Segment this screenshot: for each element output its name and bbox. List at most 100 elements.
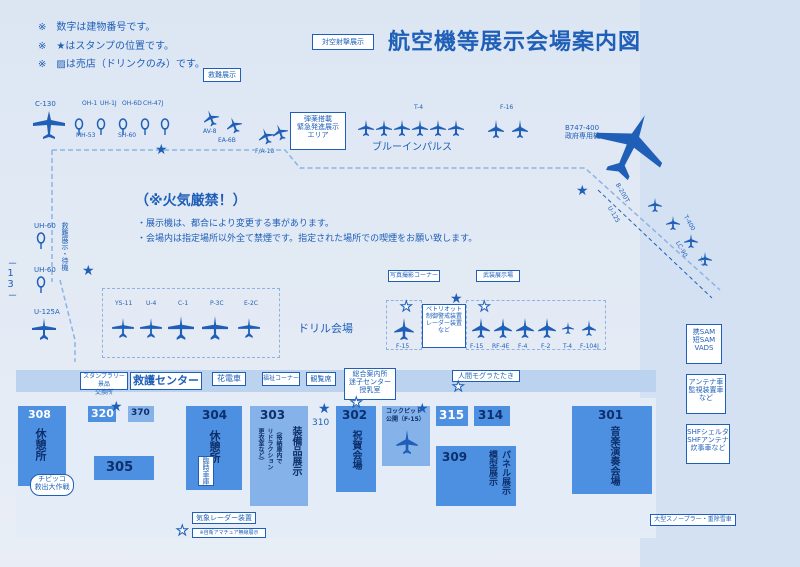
ammo-display-area: 弾薬搭載 緊急発進展示 エリア: [290, 112, 346, 150]
cockpit-area: コックピット 公開（F-15）: [382, 406, 430, 466]
building-309-number: 309: [442, 450, 468, 464]
t4-icon: [376, 120, 392, 136]
building-304: 304 休憩所: [186, 406, 242, 490]
building-301: 301 音楽演奏会場: [572, 406, 652, 494]
building-315-number: 315: [439, 408, 465, 422]
label-sh60: SH-60: [118, 132, 137, 139]
notice-change: ・展示機は、都合により変更する事があります。: [137, 219, 334, 229]
mole-game: 人間モグラたたき: [452, 370, 520, 382]
building-302: 302 祝賀会場: [336, 406, 376, 492]
t4-icon: [412, 120, 428, 136]
jet-icon: [698, 252, 712, 266]
label-f15-photo: F-15: [396, 343, 410, 350]
stamp-star: ★: [155, 142, 168, 158]
helicopter-icon: [140, 118, 150, 135]
aa-display-label: 対空射撃展示: [312, 34, 374, 50]
stamp-star-outline: ★: [176, 523, 190, 539]
flower-car: 花電車: [212, 372, 246, 386]
b747-label: B747-400 政府専用機: [565, 124, 600, 141]
drill-area: [102, 288, 280, 358]
temp-garage: 臨時車庫: [198, 456, 214, 486]
label-av8: AV-8: [203, 128, 217, 135]
f15-icon: [394, 318, 414, 340]
p3c-icon: [202, 316, 228, 340]
helicopter-icon: [36, 276, 46, 293]
weather-radar: 気象レーダー装置: [192, 512, 256, 524]
label-fa18: F/A-18: [255, 148, 275, 155]
notice-smoking: ・会場内は指定場所以外全て禁煙です。指定された場所での喫煙をお願い致します。: [137, 234, 478, 244]
jet-icon: [272, 124, 289, 141]
stamp-star: ★: [110, 399, 123, 415]
helicopter-icon: [74, 118, 84, 135]
b747-icon: [594, 115, 663, 181]
c130-icon: [33, 111, 65, 139]
label-ys11: YS-11: [115, 300, 133, 307]
note-stamp: ※ ★はスタンプの位置です。: [38, 41, 175, 52]
helicopter-icon: [160, 118, 170, 135]
helicopter-icon: [36, 232, 46, 249]
t4-icon: [430, 120, 446, 136]
label-c1: C-1: [178, 300, 189, 307]
label-f16: F-16: [500, 104, 514, 111]
e2c-icon: [238, 318, 260, 338]
note-shop: ※ ▨は売店（ドリンクのみ）です。: [38, 59, 205, 70]
building-305-number: 305: [106, 460, 134, 475]
stamp-star-outline: ★: [478, 299, 492, 315]
label-ea6b: EA-6B: [218, 137, 236, 144]
f2-icon: [538, 318, 556, 338]
label-uh60-2: UH-60: [34, 266, 56, 274]
rest-area-label: 休憩所: [34, 428, 47, 461]
weapons-display-area: [466, 300, 606, 350]
f15-cockpit-icon: [396, 430, 418, 454]
jet-icon: [684, 234, 698, 248]
note-building-number: ※ 数字は建物番号です。: [38, 22, 156, 33]
stamp-star-outline: ★: [400, 299, 414, 315]
building-308: 308 休憩所: [18, 406, 66, 486]
stamp-star: ★: [416, 401, 429, 417]
building-304-number: 304: [202, 408, 228, 422]
building-320: 320: [88, 406, 116, 422]
t4-icon: [562, 322, 574, 334]
u4-icon: [140, 318, 162, 338]
spectator-seats: 観覧席: [306, 372, 336, 386]
stamp-star: ★: [318, 401, 331, 417]
label-f15-weapons: F-15: [470, 343, 484, 350]
rest-area-label: 休憩所: [208, 430, 221, 463]
building-309: 309 パネル展示 模型展示: [436, 446, 516, 506]
label-u4: U-4: [146, 300, 157, 307]
photo-corner-label: 写真撮影コーナー: [388, 270, 440, 282]
t4-icon: [394, 120, 410, 136]
t4-icon: [448, 120, 464, 136]
jet-icon: [666, 216, 680, 230]
equipment-display-sub: （格納庫内で リドラクション 更衣室など）: [257, 428, 282, 470]
drill-area-label: ドリル会場: [298, 322, 353, 335]
building-308-number: 308: [28, 408, 51, 421]
rescue-display-label: 救難展示: [203, 68, 241, 82]
blue-impulse-label: ブルーインパルス: [372, 142, 452, 153]
jet-icon: [203, 110, 220, 127]
building-305: 305: [94, 456, 154, 480]
t4-icon: [358, 120, 374, 136]
building-315: 315: [436, 406, 468, 426]
f4-icon: [516, 318, 534, 338]
page-title: 航空機等展示会場案内図: [388, 30, 642, 55]
u125a-icon: [32, 318, 56, 340]
chibikko-rescue: チビッコ 救出大作戦: [30, 474, 74, 496]
c1-icon: [168, 316, 194, 340]
f16-icon: [488, 120, 504, 138]
helicopter-icon: [96, 118, 106, 135]
building-303-number: 303: [260, 408, 286, 422]
page-number: －13－: [5, 258, 16, 300]
label-uh60-1: UH-60: [34, 222, 56, 230]
label-t4-weapons: T-4: [563, 343, 573, 350]
building-320-number: 320: [91, 407, 114, 420]
jet-icon: [258, 128, 275, 145]
panel-display-label: パネル展示 模型展示: [487, 450, 510, 495]
label-u125a: U-125A: [34, 308, 60, 316]
jet-icon: [226, 117, 243, 134]
building-314-number: 314: [478, 408, 504, 422]
stamp-star: ★: [82, 263, 95, 279]
stamp-star-outline: ★: [452, 379, 466, 395]
